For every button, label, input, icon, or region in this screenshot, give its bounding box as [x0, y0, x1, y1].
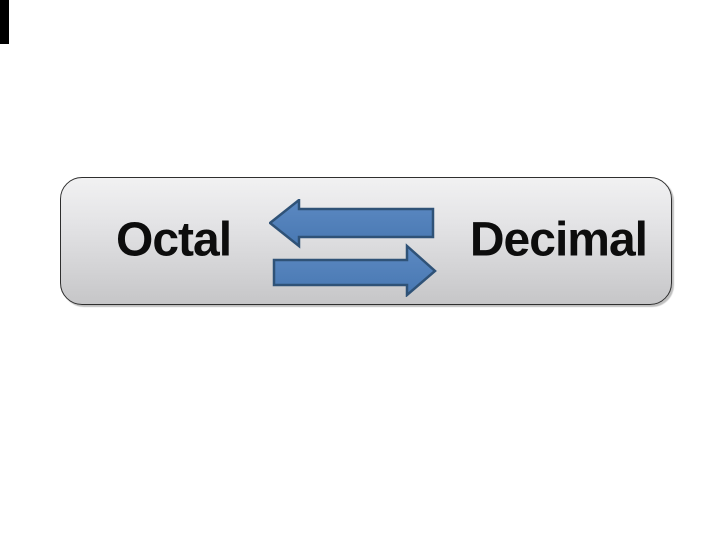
right-arrow-icon: [272, 243, 437, 297]
decimal-label: Decimal: [469, 213, 648, 267]
bidirectional-arrows: [269, 199, 437, 297]
conversion-card: Octal Decimal: [60, 177, 672, 305]
octal-label: Octal: [116, 213, 232, 267]
left-arrow-icon: [269, 199, 435, 249]
corner-mark: [0, 0, 9, 44]
